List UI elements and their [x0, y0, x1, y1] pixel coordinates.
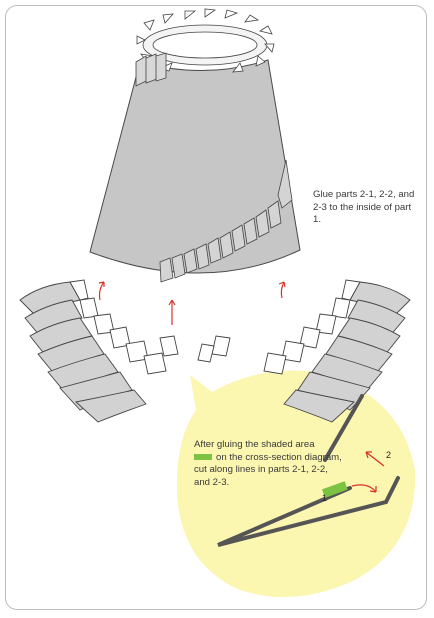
cut-instruction-part2: on the cross-section diagram, cut along …	[194, 451, 342, 488]
cone-top-tabs	[136, 8, 275, 73]
cone-spiral-flaps	[159, 159, 293, 283]
cut-arrows	[351, 451, 385, 493]
page-border	[5, 5, 427, 610]
cross-section-diagram	[217, 394, 400, 547]
shaded-area-swatch	[194, 454, 212, 461]
cut-instruction-part1: After gluing the shaded area	[194, 439, 315, 450]
left-fan-part	[19, 279, 179, 423]
glue-instruction: Glue parts 2-1, 2-2, and 2-3 to the insi…	[313, 189, 415, 226]
right-fan-part	[197, 279, 411, 423]
arrow-left	[98, 281, 105, 301]
cone-part-1	[89, 8, 301, 283]
step-label-1: 1	[322, 493, 328, 503]
cone-seam-flaps-top	[135, 52, 167, 87]
step-label-2: 2	[386, 450, 392, 460]
up-arrows	[98, 281, 286, 325]
shaded-glue-area	[322, 481, 348, 498]
arrow-right	[280, 281, 285, 299]
